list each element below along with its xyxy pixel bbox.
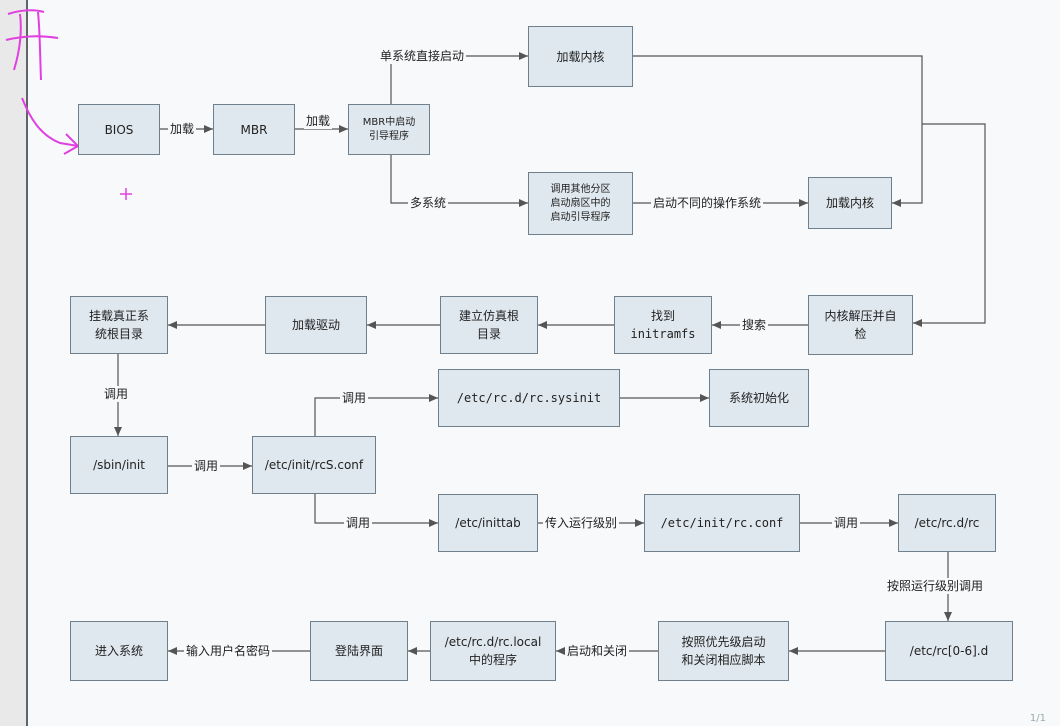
edge-label-load-2: 加载 (304, 113, 333, 129)
edge-label-call-1: 调用 (102, 386, 131, 402)
node-find-initramfs: 找到 initramfs (614, 296, 712, 354)
node-rc-conf: /etc/init/rc.conf (644, 494, 800, 552)
diagram-canvas (26, 0, 1060, 726)
node-bios: BIOS (78, 104, 160, 155)
node-call-other-loader: 调用其他分区 启动扇区中的 启动引导程序 (528, 172, 633, 235)
edge-label-load-1: 加载 (168, 121, 197, 137)
node-mount-root: 挂载真正系 统根目录 (70, 296, 168, 354)
edge-label-pass-level: 传入运行级别 (543, 515, 620, 531)
arrow-kernel1-kernel2 (633, 55, 923, 207)
node-load-kernel-1: 加载内核 (528, 26, 633, 87)
page-indicator: 1/1 (1029, 713, 1046, 724)
node-kernel-decompress: 内核解压并自 检 (808, 295, 913, 355)
edge-label-by-level: 按照运行级别调用 (885, 578, 986, 594)
edge-label-single: 单系统直接启动 (378, 48, 467, 64)
edge-label-call-2: 调用 (192, 458, 221, 474)
node-mbr: MBR (213, 104, 295, 155)
node-rc-local: /etc/rc.d/rc.local 中的程序 (430, 621, 556, 681)
node-login-screen: 登陆界面 (310, 621, 408, 681)
edge-label-search: 搜索 (740, 317, 769, 333)
node-mbr-loader: MBR中启动 引导程序 (348, 104, 430, 155)
node-load-kernel-2: 加载内核 (808, 177, 892, 229)
node-rc-sysinit: /etc/rc.d/rc.sysinit (438, 369, 620, 427)
edge-label-call-4: 调用 (344, 515, 373, 531)
edge-label-input-user: 输入用户名密码 (184, 643, 273, 659)
node-sbin-init: /sbin/init (70, 436, 168, 494)
arrow-to-decompress (913, 123, 986, 327)
arrow-rcs-sysinit (314, 394, 438, 436)
handwriting-annotation (5, 9, 132, 200)
node-rcs-conf: /etc/init/rcS.conf (252, 436, 376, 494)
edge-label-call-3: 调用 (340, 390, 369, 406)
node-system-init: 系统初始化 (709, 369, 809, 427)
edge-label-call-5: 调用 (832, 515, 861, 531)
arrow-rcs-inittab (314, 494, 438, 527)
edge-label-start-diff: 启动不同的操作系统 (651, 195, 764, 211)
node-load-driver: 加载驱动 (265, 296, 367, 354)
edge-label-multi: 多系统 (408, 195, 449, 211)
arrow-multi-call (390, 155, 528, 207)
node-inittab: /etc/inittab (438, 494, 538, 552)
node-priority-scripts: 按照优先级启动 和关闭相应脚本 (658, 621, 789, 681)
node-enter-system: 进入系统 (70, 621, 168, 681)
edge-label-start-stop: 启动和关闭 (565, 643, 630, 659)
node-rc-levels: /etc/rc[0-6].d (885, 621, 1013, 681)
node-build-root: 建立仿真根 目录 (440, 296, 538, 354)
node-etc-rc: /etc/rc.d/rc (898, 494, 996, 552)
